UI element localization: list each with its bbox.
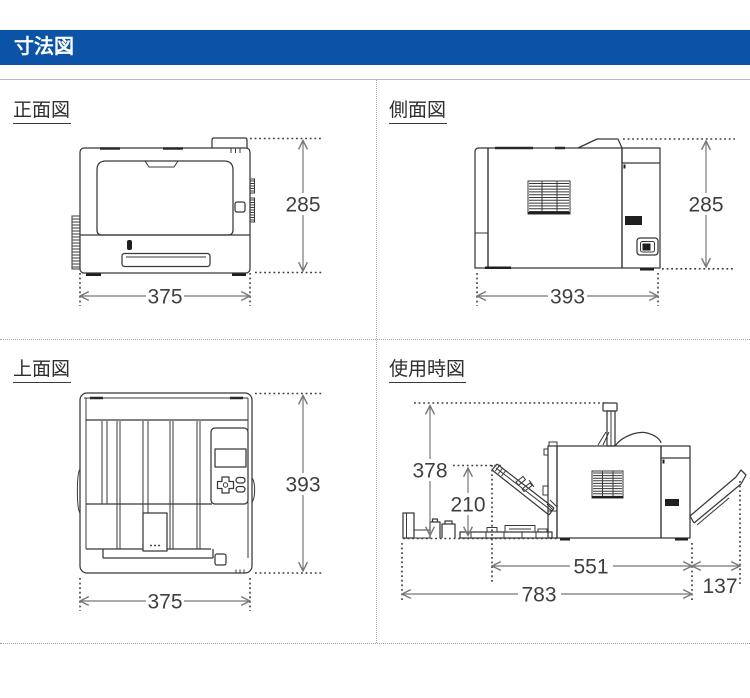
panel-front-view: 正面図 [0, 80, 376, 339]
usage-view-label: 使用時図 [389, 354, 467, 383]
usage-rear-tray-dim: 137 [702, 575, 737, 598]
top-width-dim: 375 [147, 591, 182, 614]
top-view-drawing: 393 375 [76, 392, 322, 614]
dimension-diagram-grid: 正面図 [0, 79, 750, 644]
panel-side-view: 側面図 [376, 80, 750, 339]
panel-top-view: 上面図 [0, 339, 376, 645]
side-depth-dim: 393 [550, 286, 585, 309]
horizontal-divider [0, 339, 750, 340]
top-view-label: 上面図 [13, 354, 72, 383]
page-title: 寸法図 [14, 36, 74, 58]
vertical-divider [376, 80, 377, 643]
title-bar: 寸法図 [0, 30, 750, 65]
usage-view-drawing: 378 210 551 783 137 [376, 402, 747, 607]
front-view-label: 正面図 [13, 95, 72, 124]
usage-open-height-dim: 378 [412, 460, 447, 483]
side-height-dim: 285 [688, 194, 723, 217]
top-depth-dim: 393 [285, 474, 320, 497]
front-view-drawing: 285 375 [71, 137, 322, 309]
front-height-dim: 285 [285, 194, 320, 217]
side-view-drawing: 285 393 [474, 138, 735, 309]
panel-usage-view: 使用時図 [376, 339, 750, 645]
front-width-dim: 375 [147, 286, 182, 309]
usage-body-depth-dim: 551 [573, 556, 608, 579]
dpad-keys [216, 476, 235, 494]
usage-tray-height-dim: 210 [450, 494, 485, 517]
usage-total-depth-dim: 783 [521, 584, 556, 607]
side-view-label: 側面図 [389, 95, 448, 124]
